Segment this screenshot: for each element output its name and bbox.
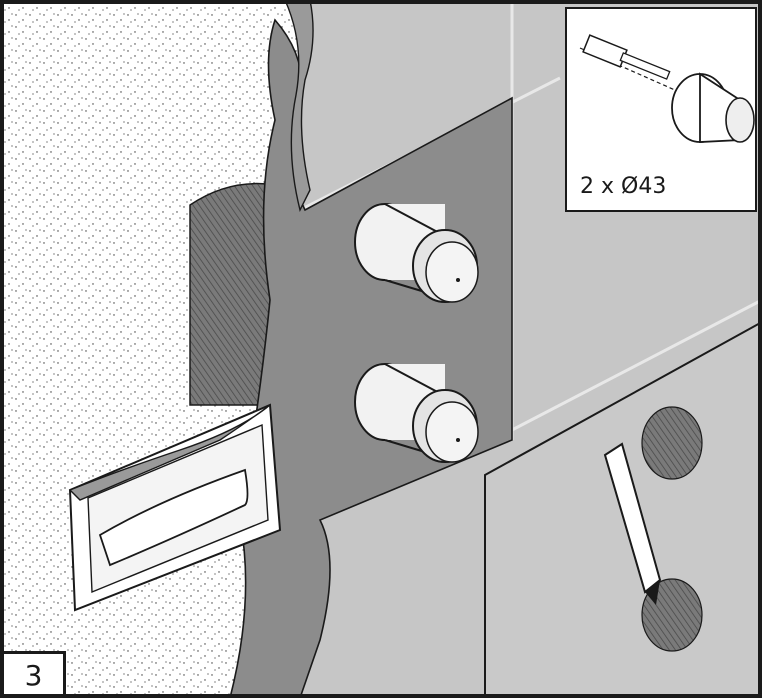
hole-saw-icon [579, 34, 755, 143]
step-number: 3 [4, 651, 66, 697]
pencil-icon [603, 442, 662, 605]
mounting-plate [68, 403, 282, 612]
hole-saw-inset [565, 7, 757, 212]
plumbing-cap-lower [354, 363, 479, 463]
hole-mark-upper [641, 406, 703, 480]
tile-joint [511, 298, 762, 432]
plumbing-cap-upper [354, 203, 479, 303]
hole-saw-size-caption: 2 x Ø43 [580, 174, 667, 199]
tile-edge-band [260, 0, 314, 213]
